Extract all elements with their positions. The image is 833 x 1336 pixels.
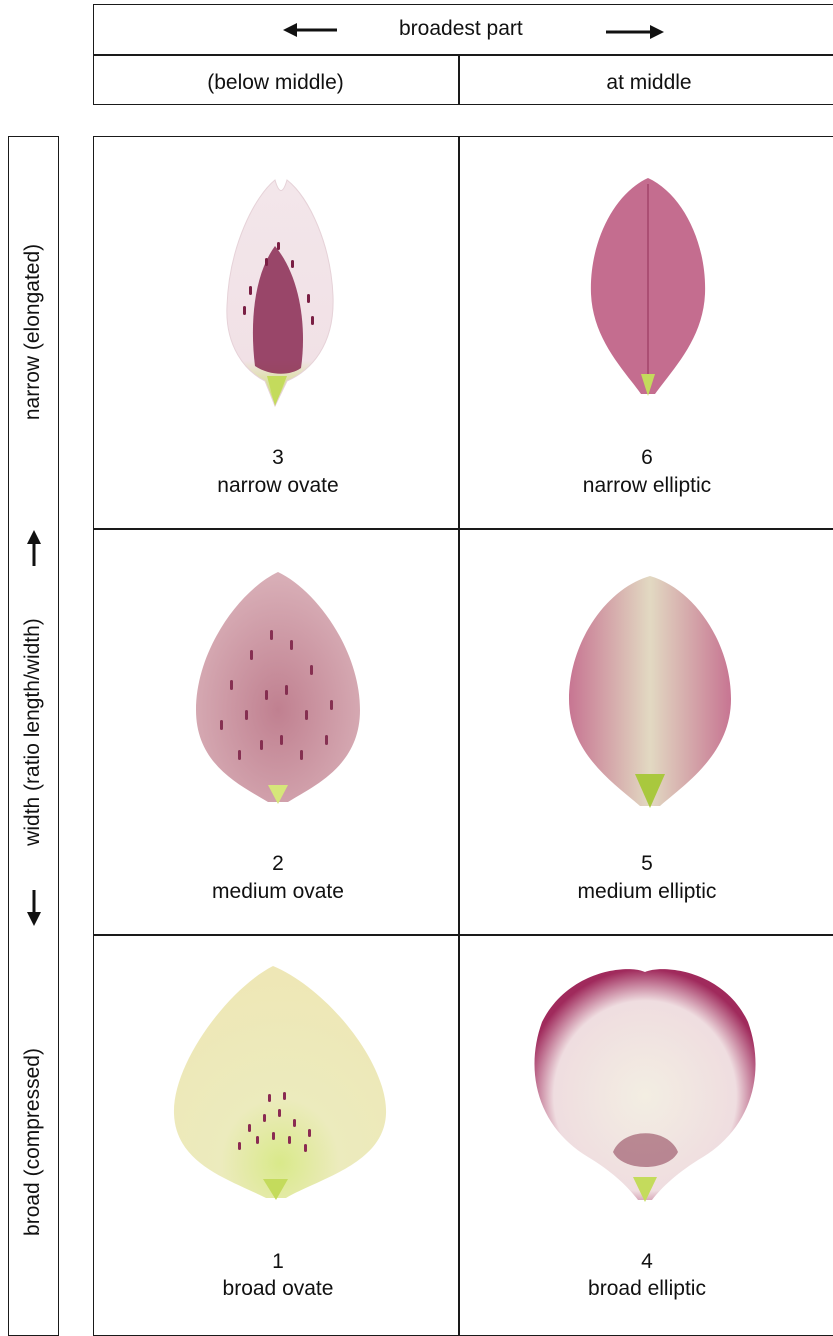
petal-broad-ovate-image	[168, 964, 390, 1200]
cell-number: 4	[462, 1250, 832, 1274]
grid-column-divider	[458, 136, 460, 1336]
arrow-left-icon	[283, 20, 339, 40]
cell-name: broad elliptic	[462, 1277, 832, 1301]
cell-name: broad ovate	[93, 1277, 463, 1301]
arrow-up-icon	[24, 530, 44, 566]
arrow-right-icon	[606, 22, 664, 42]
cell-number: 2	[93, 852, 463, 876]
petal-medium-elliptic-image	[565, 574, 735, 810]
cell-number: 5	[462, 852, 832, 876]
arrow-down-icon	[24, 890, 44, 926]
grid-row-divider-2	[93, 934, 833, 936]
cell-name: medium elliptic	[462, 880, 832, 904]
cell-name: medium ovate	[93, 880, 463, 904]
petal-medium-ovate-image	[190, 570, 366, 806]
petal-narrow-ovate-image	[215, 176, 345, 412]
column-header-at-middle: at middle	[460, 72, 833, 93]
column-header-below-middle: (below middle)	[93, 72, 458, 93]
side-label-narrow: narrow (elongated)	[21, 232, 45, 432]
cell-number: 6	[462, 446, 832, 470]
grid-row-divider-1	[93, 528, 833, 530]
cell-number: 3	[93, 446, 463, 470]
petal-broad-elliptic-image	[528, 962, 762, 1202]
cell-number: 1	[93, 1250, 463, 1274]
cell-name: narrow elliptic	[462, 474, 832, 498]
petal-narrow-elliptic-image	[583, 174, 713, 400]
cell-name: narrow ovate	[93, 474, 463, 498]
header-divider	[93, 54, 833, 56]
side-label-broad: broad (compressed)	[21, 1042, 45, 1242]
side-label-width: width (ratio length/width)	[21, 582, 45, 882]
broadest-part-label: broadest part	[399, 18, 523, 39]
